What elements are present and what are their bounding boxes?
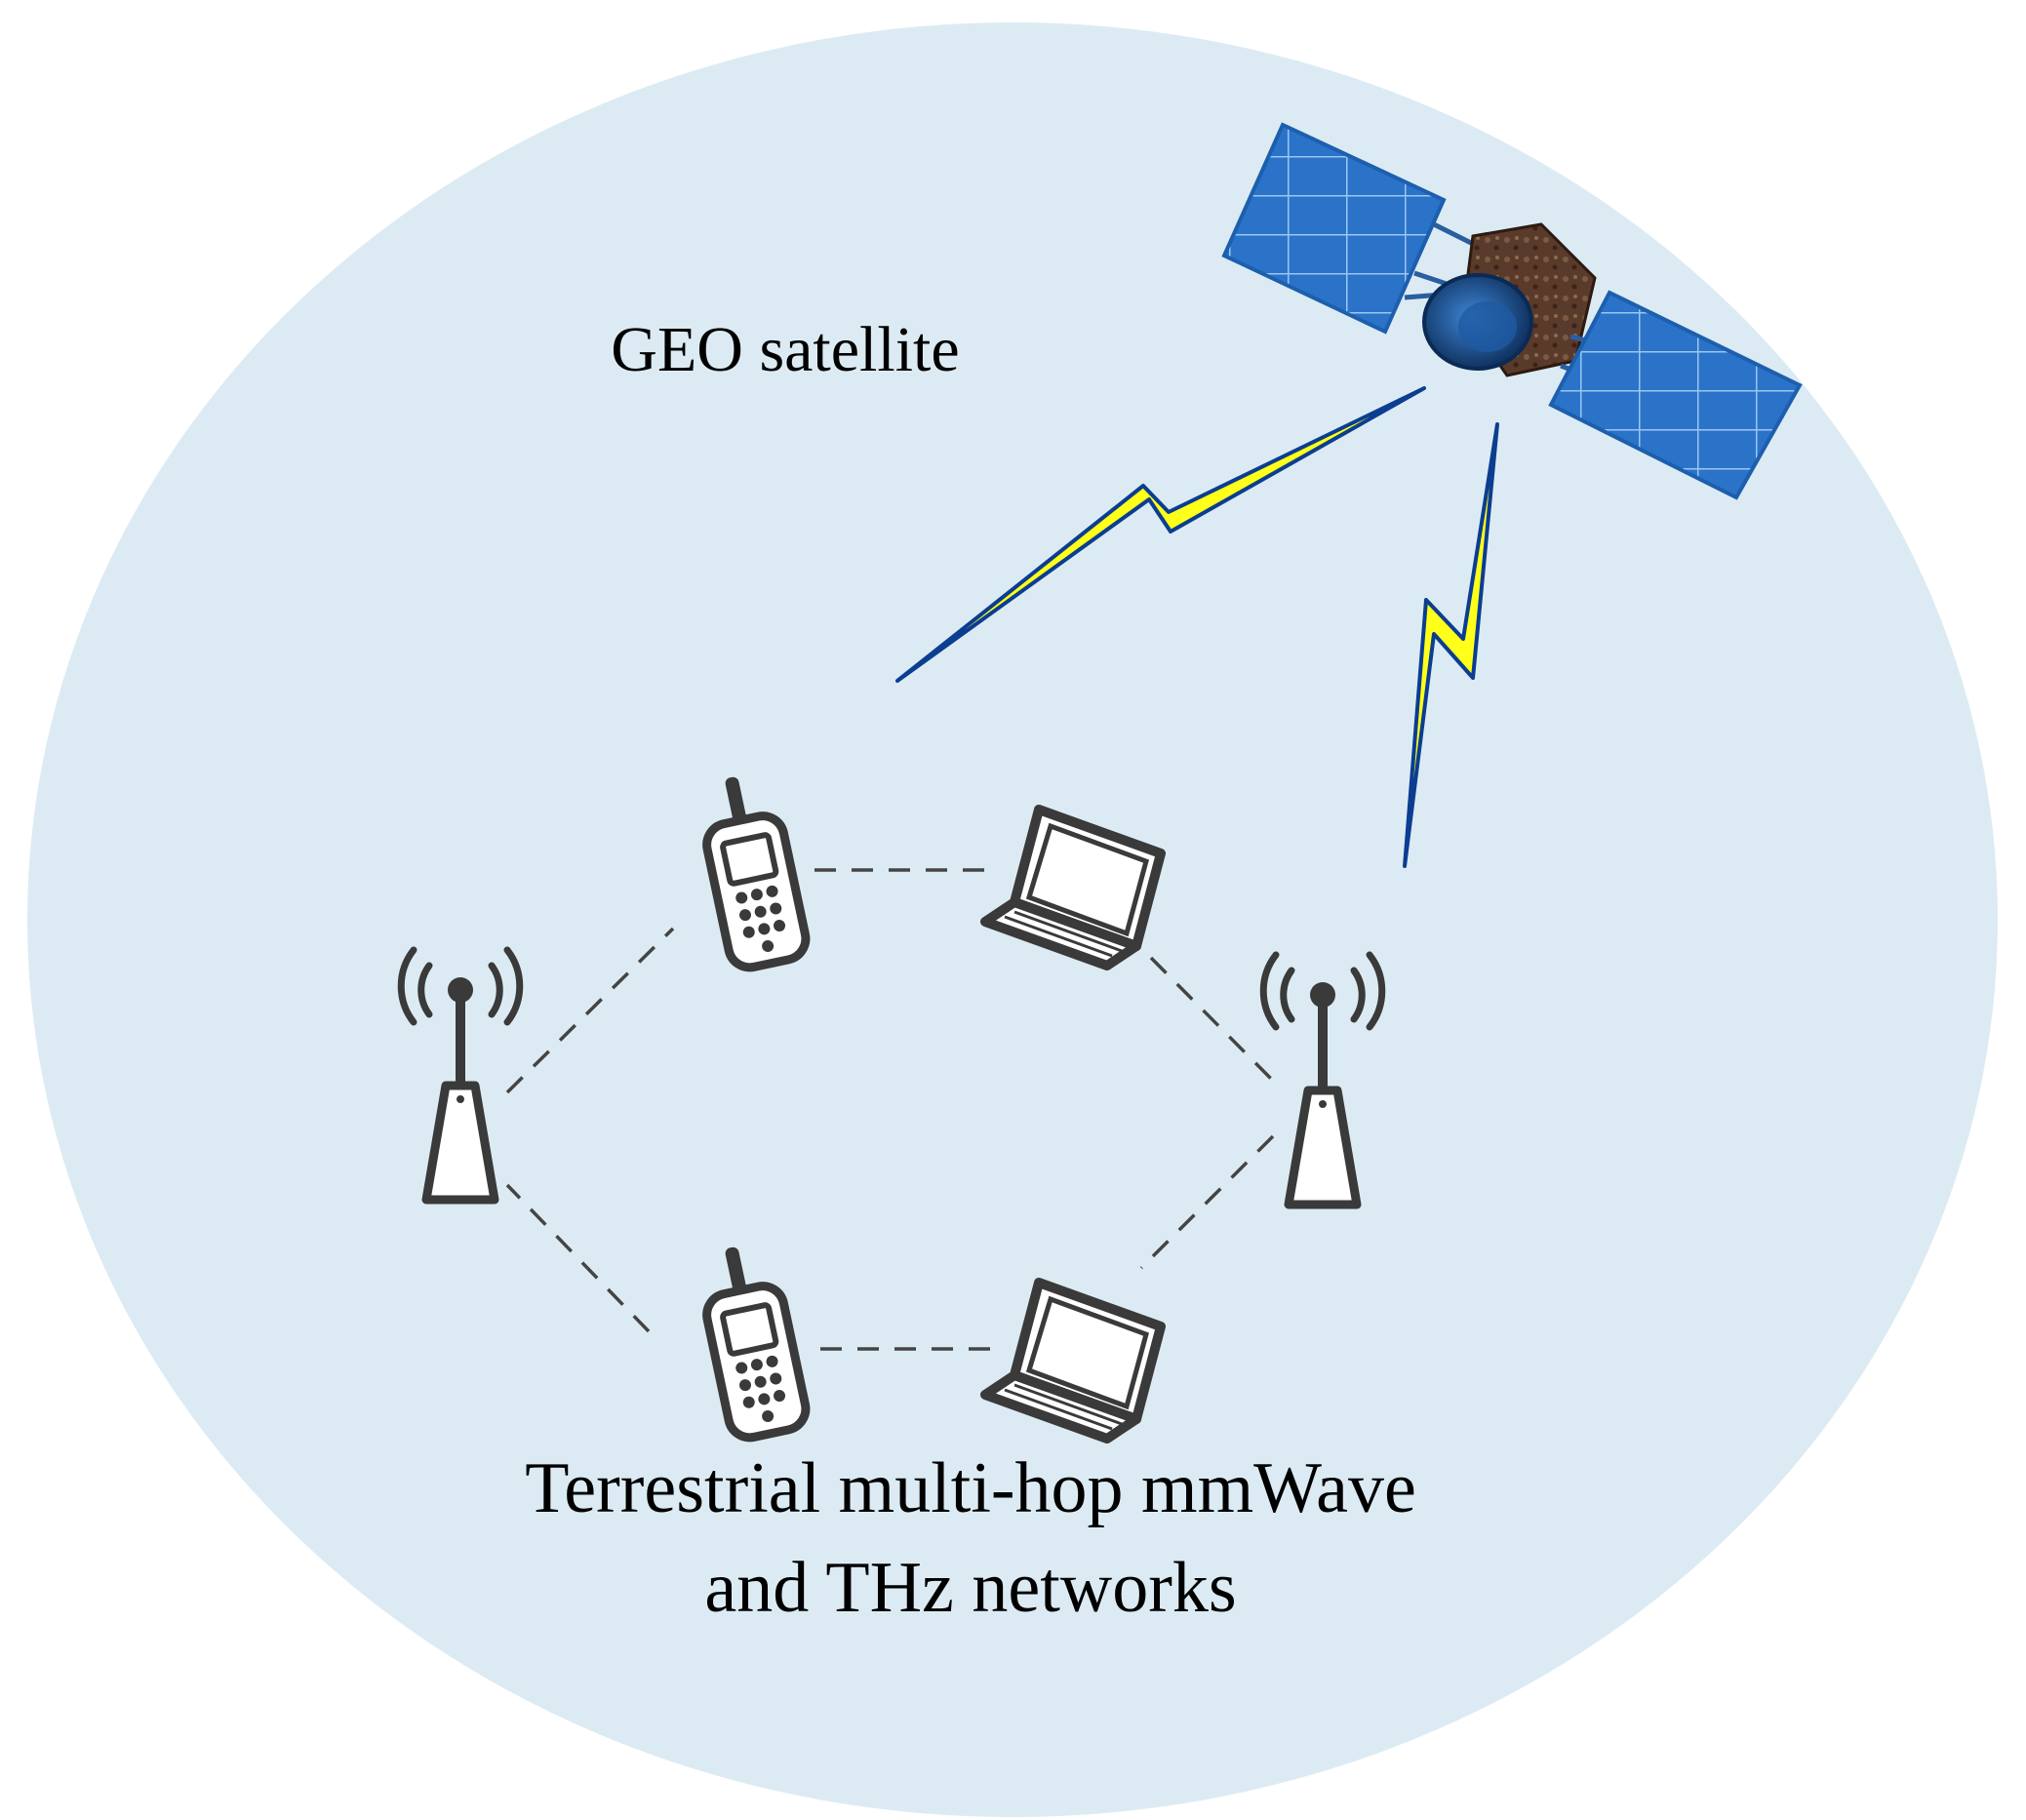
network-label-line2: and THz networks — [704, 1548, 1236, 1628]
link-phone-bottom-to-bs-left — [505, 1183, 651, 1333]
mobile-phone-icon — [702, 776, 811, 972]
base-station-icon — [1259, 951, 1386, 1209]
link-bs-left-to-phone-top — [505, 927, 675, 1094]
satellite-link-lightning-left — [895, 386, 1426, 683]
base-station-icon — [397, 946, 524, 1205]
network-label-line1: Terrestrial multi-hop mmWave — [525, 1448, 1416, 1528]
link-laptop-top-to-bs-right — [1149, 956, 1275, 1083]
satellite-icon — [1221, 122, 1803, 500]
laptop-icon — [980, 1278, 1166, 1444]
laptop-icon — [980, 805, 1166, 970]
link-bs-right-to-laptop-bottom — [1139, 1134, 1275, 1270]
satellite-link-lightning-right — [1403, 422, 1499, 868]
mobile-phone-icon — [702, 1246, 811, 1443]
satellite-label: GEO satellite — [611, 314, 959, 385]
